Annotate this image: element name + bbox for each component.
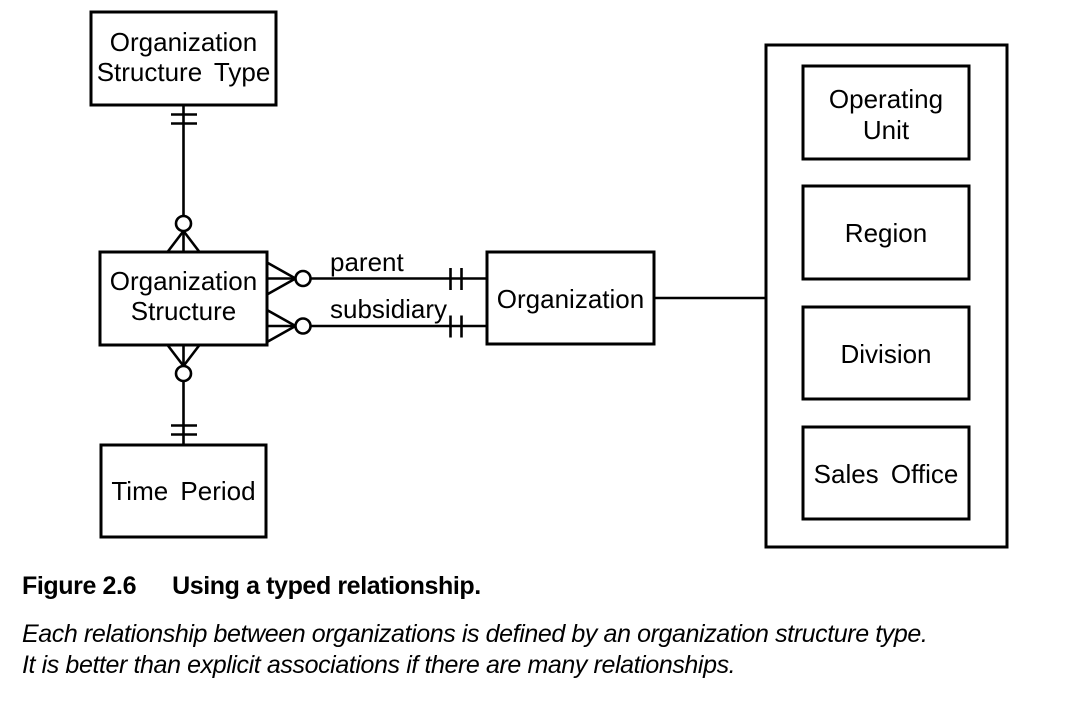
entity-boxes xyxy=(89,10,1009,549)
entity-box-organization xyxy=(485,250,656,346)
relationship-label-parent: parent xyxy=(330,247,404,277)
one-mark-subsidiary xyxy=(449,315,463,338)
entity-label-division: Division xyxy=(840,339,931,369)
figure-caption: Figure 2.6 Using a typed relationship. xyxy=(22,572,481,601)
crowfoot-parent xyxy=(266,261,297,296)
crowfoot-top xyxy=(166,230,201,253)
entity-box-org-structure-type xyxy=(89,10,278,107)
connector-lines xyxy=(166,105,766,445)
entity-box-org-structure xyxy=(98,250,269,347)
entity-box-division xyxy=(801,305,971,401)
crowfoot-bottom xyxy=(166,344,201,367)
optional-circle-parent xyxy=(294,269,312,288)
relationship-labels: parent subsidiary xyxy=(330,247,447,324)
figure-title: Using a typed relationship. xyxy=(172,572,481,600)
entity-box-region xyxy=(801,184,971,281)
one-mark-top xyxy=(171,113,197,125)
subtype-container-box xyxy=(764,43,1009,549)
figure-description: Each relationship between organizations … xyxy=(22,619,928,681)
entity-label-region: Region xyxy=(845,218,927,248)
optional-circle-top xyxy=(174,214,193,233)
entity-label-org-structure-type-line1: Organization xyxy=(110,27,257,57)
relationship-label-subsidiary: subsidiary xyxy=(330,294,447,324)
entity-label-org-structure-type-line2: Structure Type xyxy=(97,57,271,87)
description-line-2: It is better than explicit associations … xyxy=(22,651,736,679)
entity-label-organization: Organization xyxy=(497,284,644,314)
entity-label-time-period: Time Period xyxy=(111,476,255,506)
optional-circle-bottom xyxy=(174,364,193,383)
entity-label-org-structure-line1: Organization xyxy=(110,266,257,296)
entity-label-operating-unit-line1: Operating xyxy=(829,84,943,114)
crowfoot-subsidiary xyxy=(266,308,297,344)
entity-box-operating-unit xyxy=(801,64,971,161)
one-mark-bottom xyxy=(171,424,197,436)
entity-label-sales-office: Sales Office xyxy=(814,459,959,489)
entity-label-operating-unit-line2: Unit xyxy=(863,115,910,145)
entity-label-org-structure-line2: Structure xyxy=(131,296,237,326)
er-diagram: Organization Structure Type Organization… xyxy=(89,10,1009,549)
figure-number: Figure 2.6 xyxy=(22,572,137,600)
entity-box-sales-office xyxy=(801,425,971,521)
one-mark-parent xyxy=(449,268,463,290)
optional-circle-subsidiary xyxy=(294,317,312,335)
entity-labels: Organization Structure Type Organization… xyxy=(97,27,959,506)
entity-box-time-period xyxy=(99,443,268,539)
description-line-1: Each relationship between organizations … xyxy=(22,620,928,648)
